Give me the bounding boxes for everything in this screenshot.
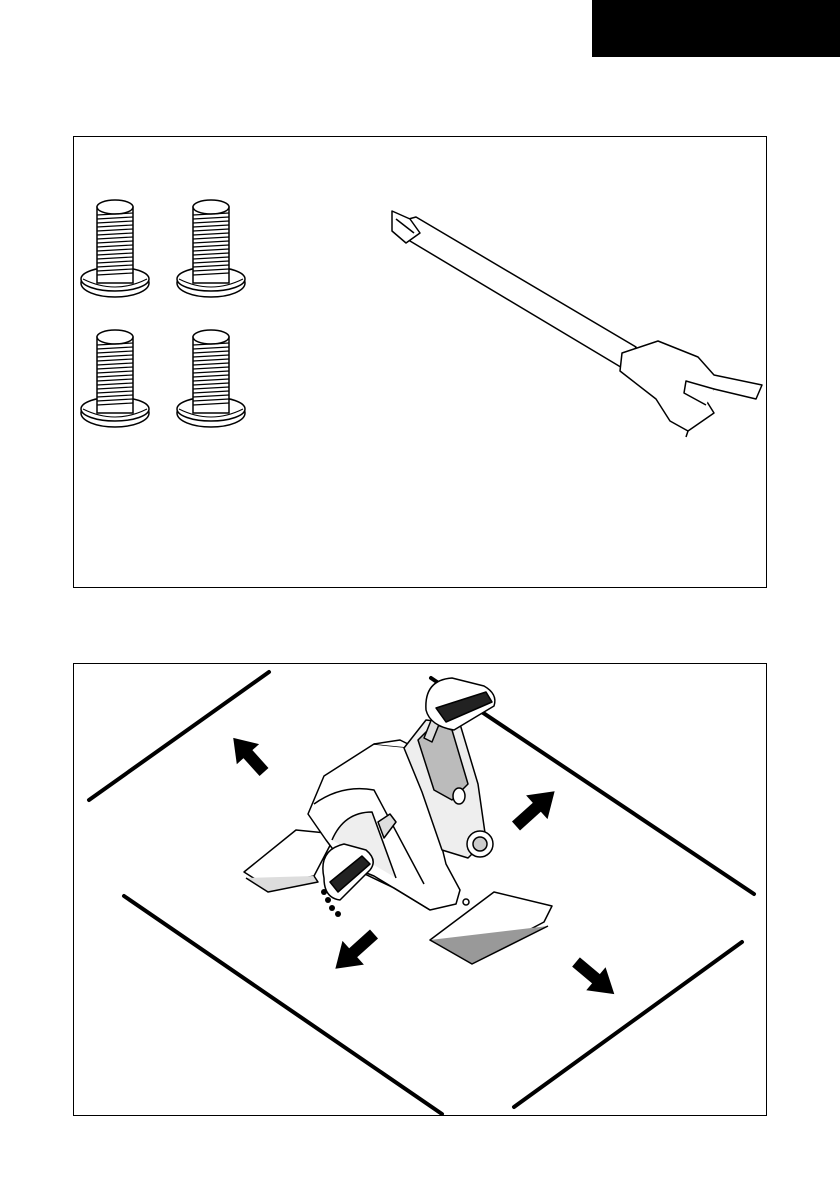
placement-panel bbox=[73, 663, 767, 1116]
bolt-icon bbox=[81, 200, 149, 297]
bolt-icon bbox=[81, 330, 149, 427]
clearance-arrow-icon bbox=[222, 728, 275, 782]
bolt-icon bbox=[177, 200, 245, 297]
parts-panel bbox=[73, 136, 767, 588]
clearance-arrow-icon bbox=[325, 922, 385, 981]
header-tab bbox=[592, 0, 840, 57]
screwdriver-wrench-icon bbox=[392, 211, 762, 437]
clearance-arrow-icon bbox=[505, 779, 565, 838]
parts-illustration bbox=[74, 137, 767, 588]
mini-exercise-bike-icon bbox=[244, 678, 552, 964]
bolt-icon bbox=[177, 330, 245, 427]
clearance-arrow-icon bbox=[566, 951, 624, 1006]
placement-illustration bbox=[74, 664, 767, 1116]
